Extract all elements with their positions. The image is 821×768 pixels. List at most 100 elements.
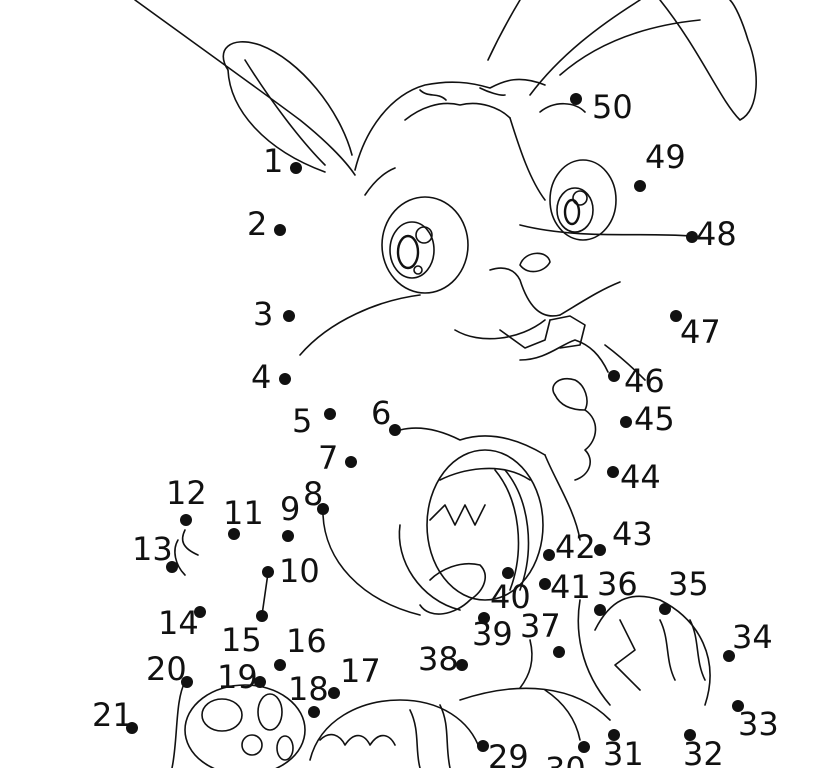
dot-number-7: 7 [318,439,338,477]
dot-number-32: 32 [683,735,724,768]
dot-41 [539,578,551,590]
dot-19 [254,676,266,688]
dot-16 [274,659,286,671]
dot-10 [262,566,274,578]
left-eye [381,196,469,294]
dot-number-48: 48 [696,215,737,253]
dot-40 [502,567,514,579]
dot-number-11: 11 [223,494,264,532]
dot-31 [608,729,620,741]
dot-38 [456,659,468,671]
left-ear [134,0,356,176]
dot-50 [570,93,582,105]
held-egg [419,449,544,615]
right-ear [487,0,757,121]
dot-number-34: 34 [732,618,773,656]
dot-9 [282,530,294,542]
dot-46 [608,370,620,382]
dot-number-15: 15 [221,621,262,659]
bottom-eggs [184,595,711,768]
dot-47 [670,310,682,322]
dot-number-19: 19 [217,658,258,696]
dot-33 [732,700,744,712]
dot-12 [180,514,192,526]
dot-14 [194,606,206,618]
line-10-15 [261,572,269,616]
dot-number-50: 50 [592,88,633,126]
bunny-body [322,377,597,616]
dot-number-8: 8 [303,475,323,513]
dot-number-36: 36 [597,565,638,603]
dot-number-21: 21 [92,696,133,734]
dot-number-49: 49 [645,138,686,176]
dot-39 [478,612,490,624]
dot-6 [389,424,401,436]
dot-20 [181,676,193,688]
dot-number-12: 12 [166,474,207,512]
dot-7 [345,456,357,468]
dot-number-33: 33 [738,705,779,743]
dot-17 [328,687,340,699]
line-20-down [171,681,186,768]
dot-21 [126,722,138,734]
dot-4 [279,373,291,385]
dot-1 [290,162,302,174]
dot-number-16: 16 [286,622,327,660]
dot-35 [659,603,671,615]
nose-mouth [454,252,621,373]
dot-8 [317,503,329,515]
dot-3 [283,310,295,322]
dot-number-47: 47 [680,313,721,351]
dot-number-9: 9 [280,490,300,528]
dot-number-30: 30 [545,750,586,768]
dot-number-1: 1 [263,142,283,180]
dot-45 [620,416,632,428]
dot-number-5: 5 [292,402,312,440]
dot-number-20: 20 [146,650,187,688]
dot-5 [324,408,336,420]
dot-2 [274,224,286,236]
dot-number-44: 44 [620,458,661,496]
dot-number-18: 18 [288,670,329,708]
dot-number-46: 46 [624,362,665,400]
dot-number-14: 14 [158,604,199,642]
dot-43 [594,544,606,556]
dot-number-41: 41 [550,568,591,606]
dot-number-6: 6 [371,394,391,432]
numbered-dots: 1234567891011121314151617181920212930313… [92,88,779,768]
dot-number-29: 29 [488,738,529,768]
dot-37 [553,646,565,658]
dot-number-45: 45 [634,400,675,438]
dot-number-35: 35 [668,565,709,603]
dot-48 [686,231,698,243]
dot-number-31: 31 [603,735,644,768]
dot-29 [477,740,489,752]
bunny-head [299,78,691,381]
dot-number-13: 13 [132,530,173,568]
dot-44 [607,466,619,478]
right-eye [549,159,617,241]
dot-number-17: 17 [340,652,381,690]
dot-32 [684,729,696,741]
dot-number-3: 3 [253,295,273,333]
dot-34 [723,650,735,662]
dot-number-4: 4 [251,358,271,396]
dot-number-10: 10 [279,552,320,590]
accent-curve-left-2 [174,539,186,576]
dot-number-2: 2 [247,205,267,243]
dot-number-39: 39 [472,615,513,653]
accent-curve-left [181,529,199,556]
dot-number-43: 43 [612,515,653,553]
dot-11 [228,528,240,540]
dot-number-42: 42 [555,528,596,566]
dot-number-40: 40 [490,578,531,616]
dot-number-38: 38 [418,640,459,678]
dot-30 [578,741,590,753]
dot-42 [543,549,555,561]
dot-18 [308,706,320,718]
dot-49 [634,180,646,192]
dot-number-37: 37 [520,607,561,645]
dot-15 [256,610,268,622]
